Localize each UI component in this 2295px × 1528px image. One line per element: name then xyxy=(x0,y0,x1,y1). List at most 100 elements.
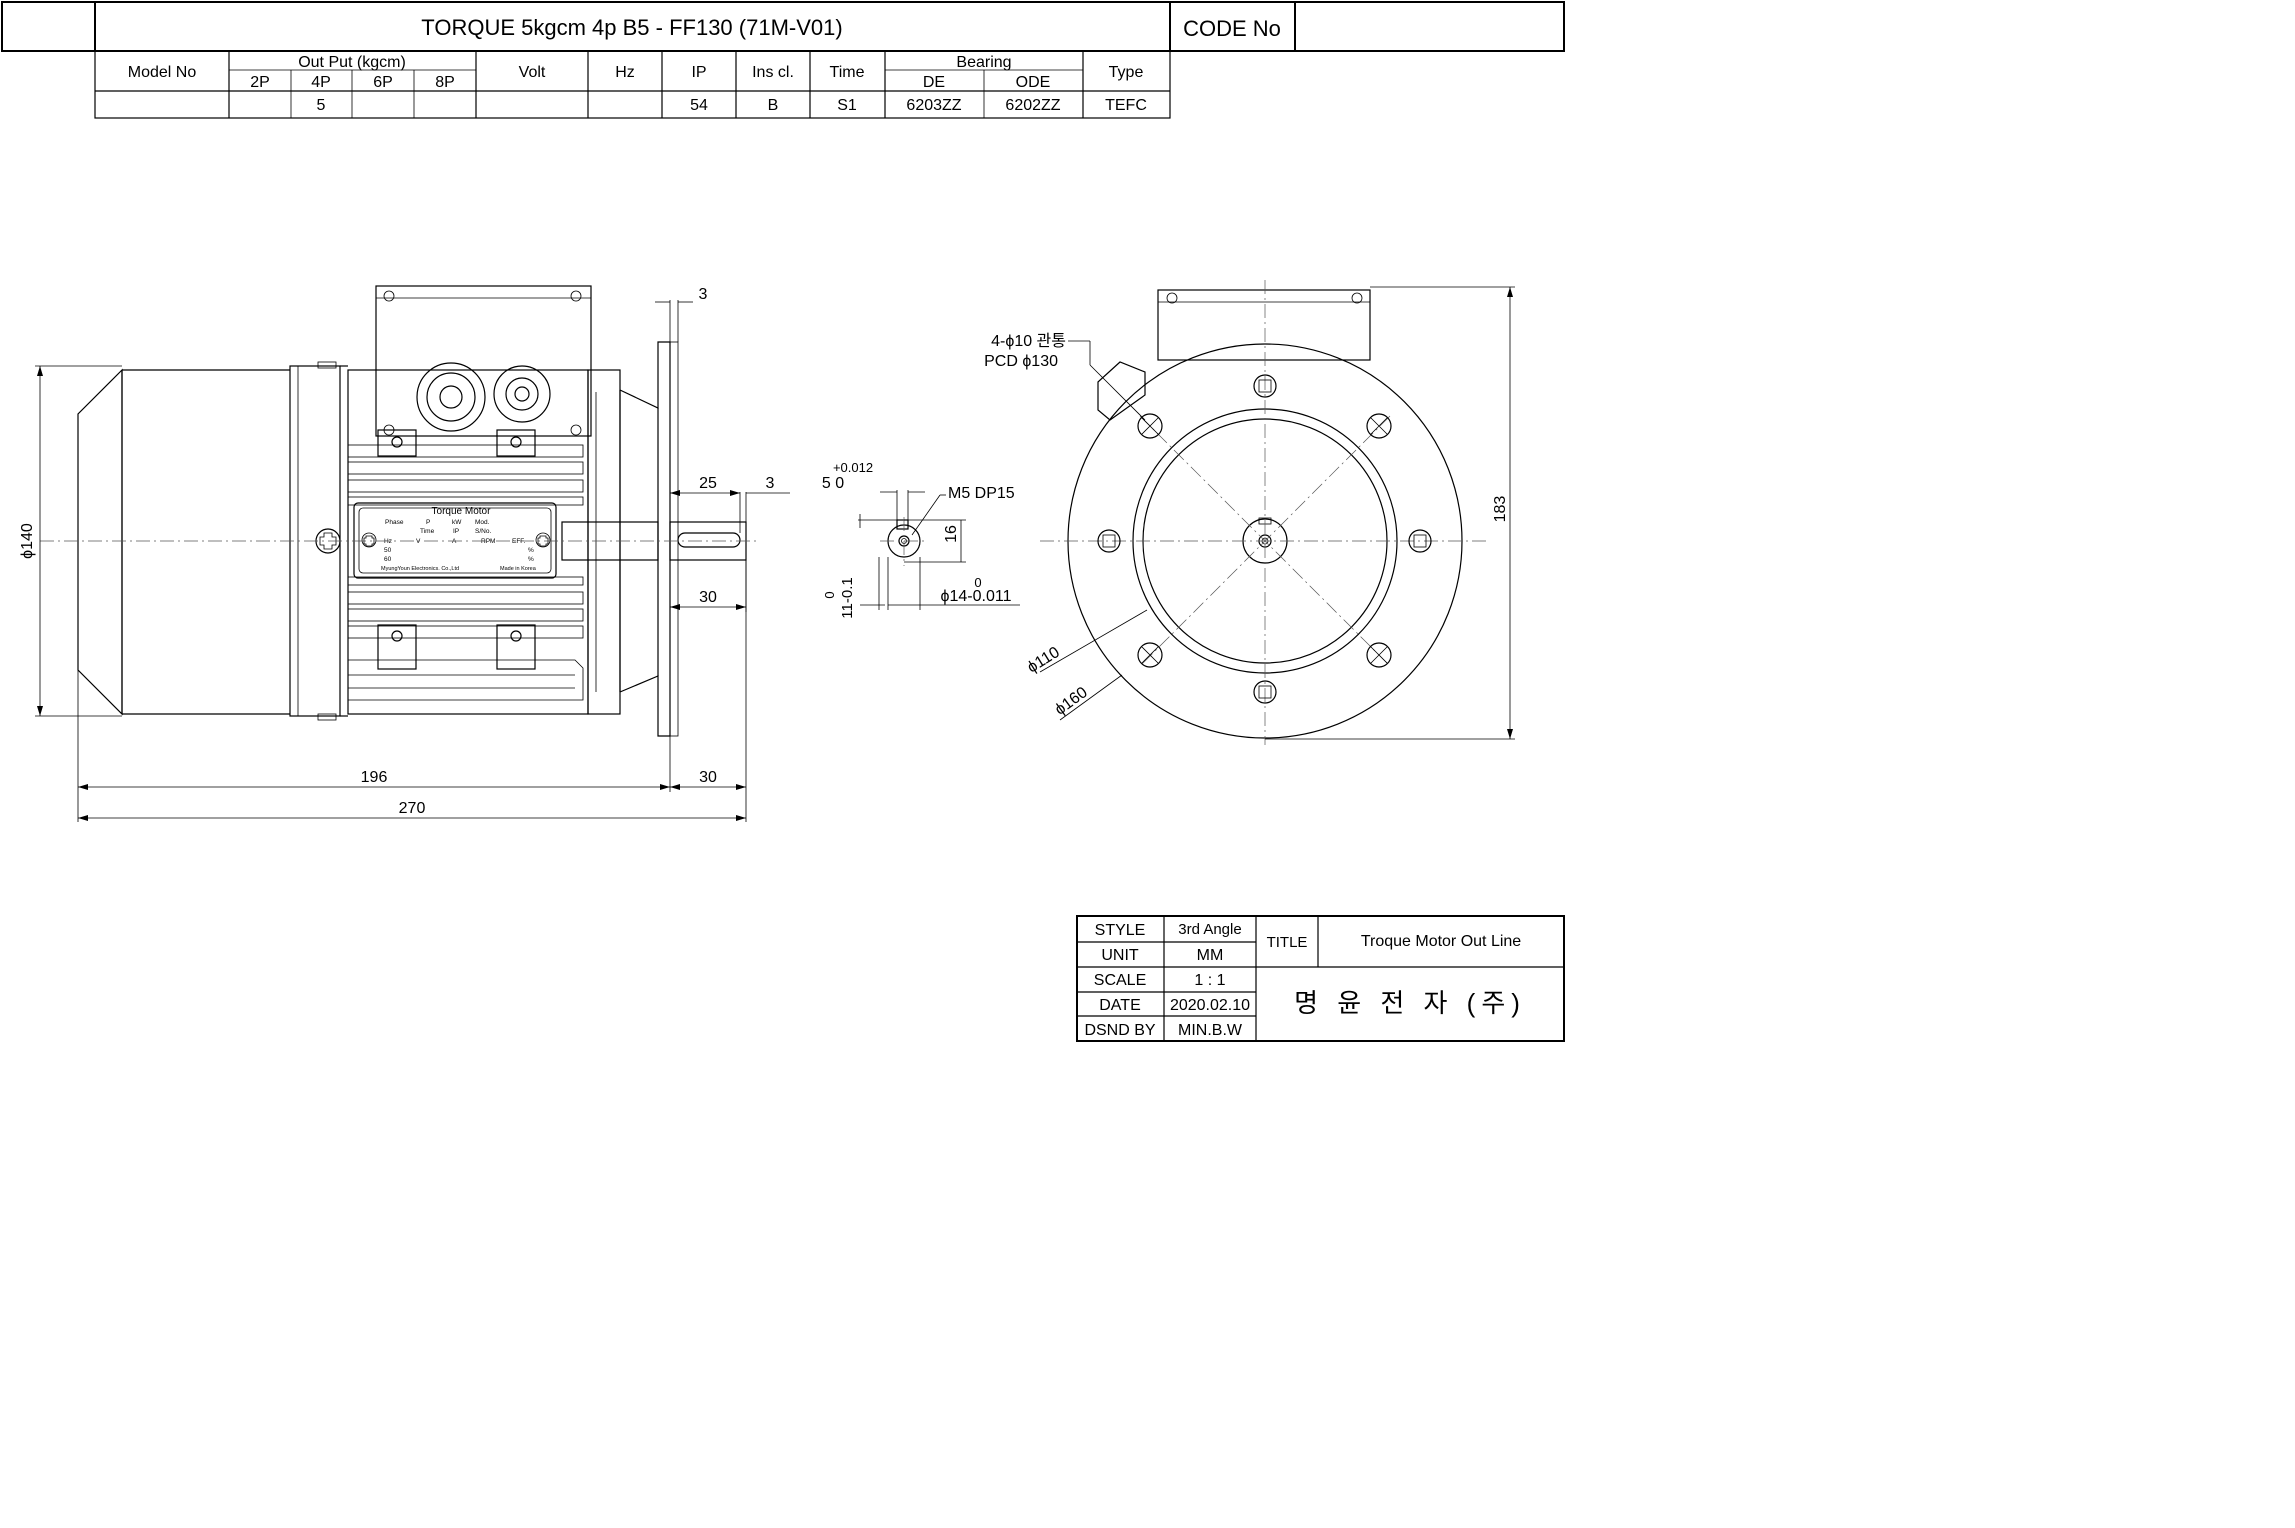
td-ode: 6202ZZ xyxy=(1005,97,1060,114)
th-6p: 6P xyxy=(373,74,393,91)
th-4p: 4P xyxy=(311,74,331,91)
tb-style-value: 3rd Angle xyxy=(1178,921,1241,938)
dim-dia140: ϕ140 xyxy=(19,523,36,559)
td-time: S1 xyxy=(837,97,857,114)
header-bar: TORQUE 5kgcm 4p B5 - FF130 (71M-V01) COD… xyxy=(1,1,1565,52)
th-de: DE xyxy=(923,74,945,91)
mounting-lugs xyxy=(377,429,536,670)
drawing-title: TORQUE 5kgcm 4p B5 - FF130 (71M-V01) xyxy=(421,15,842,40)
tb-company: 명 윤 전 자 (주) xyxy=(1294,988,1526,1018)
dim-16: 16 xyxy=(943,525,960,543)
np-v: V xyxy=(416,538,421,545)
through-hole-icon xyxy=(1137,413,1163,439)
np-60: 60 xyxy=(384,556,392,563)
th-ode: ODE xyxy=(1016,74,1051,91)
td-ip: 54 xyxy=(690,97,708,114)
dim-dia160: ϕ160 xyxy=(1052,684,1091,719)
shaft-section: +0.012 5 0 M5 DP15 16 0 11-0.1 0 ϕ14-0.0… xyxy=(822,460,1020,619)
np-sno: S/No. xyxy=(475,528,491,535)
tb-date-label: DATE xyxy=(1099,997,1140,1014)
td-type: TEFC xyxy=(1105,97,1147,114)
nameplate-title: Torque Motor xyxy=(432,506,492,517)
th-8p: 8P xyxy=(435,74,455,91)
through-hole-icon xyxy=(1366,413,1392,439)
fan-cover-cap xyxy=(77,368,123,716)
side-view: Torque Motor Phase P kW Mod. Time IP S/N… xyxy=(40,285,760,737)
np-eff: EFF. xyxy=(512,538,526,545)
th-output: Out Put (kgcm) xyxy=(298,54,406,71)
tb-title-label: TITLE xyxy=(1267,934,1308,951)
dim-11-zero: 0 xyxy=(822,591,837,598)
td-4p: 5 xyxy=(317,97,326,114)
note-pcd: PCD ϕ130 xyxy=(984,353,1058,370)
key-slot xyxy=(896,519,909,530)
np-maker: MyungYoun Electronics. Co.,Ltd xyxy=(381,566,459,572)
through-holes xyxy=(1137,413,1392,668)
td-ins: B xyxy=(768,97,779,114)
through-hole-icon xyxy=(1137,642,1163,668)
nameplate-screw-left-icon xyxy=(361,532,377,548)
note-tap: M5 DP15 xyxy=(948,485,1015,502)
shaft-keyway xyxy=(677,532,741,548)
tb-style-label: STYLE xyxy=(1095,922,1146,939)
bolt-icon xyxy=(1097,529,1121,553)
tb-title-value: Troque Motor Out Line xyxy=(1361,933,1521,950)
front-terminal-box xyxy=(1157,289,1371,361)
tb-unit-value: MM xyxy=(1197,947,1224,964)
tb-date-value: 2020.02.10 xyxy=(1170,997,1250,1014)
tb-dsnd-label: DSND BY xyxy=(1084,1022,1155,1039)
front-end-shield xyxy=(587,369,621,715)
th-model-no: Model No xyxy=(128,64,197,81)
th-2p: 2P xyxy=(250,74,270,91)
nameplate-screw-right-icon xyxy=(535,532,551,548)
np-ip: IP xyxy=(453,528,459,535)
cable-gland-large-icon xyxy=(416,362,486,432)
np-kw: kW xyxy=(452,519,462,526)
flange xyxy=(619,341,671,737)
through-hole-icon xyxy=(1366,642,1392,668)
tb-scale-value: 1 : 1 xyxy=(1194,972,1225,989)
side-view-dimensions: ϕ140 3 25 3 30 196 30 270 xyxy=(19,286,790,822)
th-bearing: Bearing xyxy=(956,54,1011,71)
spec-table: Model No Out Put (kgcm) 2P 4P 6P 8P Volt… xyxy=(94,50,1171,119)
th-volt: Volt xyxy=(519,64,546,81)
np-rpm: RPM xyxy=(481,538,495,545)
front-view: 4-ϕ10 관통 PCD ϕ130 ϕ110 ϕ160 183 xyxy=(984,280,1515,745)
np-time: Time xyxy=(420,528,435,535)
nameplate: Torque Motor Phase P kW Mod. Time IP S/N… xyxy=(353,502,557,579)
dim-key-width: 5 0 xyxy=(822,475,844,492)
dim-dia110: ϕ110 xyxy=(1024,644,1062,677)
dim-11: 11-0.1 xyxy=(839,577,856,618)
np-50: 50 xyxy=(384,547,392,554)
dim-shaft-dia: ϕ14-0.011 xyxy=(941,588,1012,605)
dim-shaft-zero: 0 xyxy=(974,575,981,590)
title-block: STYLE 3rd Angle UNIT MM SCALE 1 : 1 DATE… xyxy=(1076,915,1565,1042)
np-made: Made in Korea xyxy=(500,566,537,572)
dim-key-tol: +0.012 xyxy=(833,460,873,475)
dim-30-flange: 30 xyxy=(699,769,717,786)
tb-scale-label: SCALE xyxy=(1094,972,1146,989)
front-gland xyxy=(1097,361,1146,421)
bolt-icon xyxy=(1253,374,1277,398)
dim-183: 183 xyxy=(1492,496,1509,523)
bolt-icon xyxy=(1408,529,1432,553)
cooling-fins xyxy=(347,444,584,701)
dim-196: 196 xyxy=(361,769,388,786)
np-a: A xyxy=(452,538,457,545)
dim-3-shaft: 3 xyxy=(766,475,775,492)
cable-gland-small-icon xyxy=(493,365,551,423)
np-pct2: % xyxy=(528,556,534,563)
flange-bolts xyxy=(1097,374,1432,704)
th-ip: IP xyxy=(691,64,706,81)
note-holes: 4-ϕ10 관통 xyxy=(991,332,1066,350)
tb-dsnd-value: MIN.B.W xyxy=(1178,1022,1243,1039)
np-hz: Hz xyxy=(384,538,392,545)
th-hz: Hz xyxy=(615,64,635,81)
np-pct1: % xyxy=(528,547,534,554)
dim-270: 270 xyxy=(399,800,426,817)
drawing-sheet: TORQUE 5kgcm 4p B5 - FF130 (71M-V01) COD… xyxy=(1,1,1565,1042)
np-phase: Phase xyxy=(385,519,404,526)
dim-25: 25 xyxy=(699,475,717,492)
tb-unit-label: UNIT xyxy=(1101,947,1139,964)
np-mod: Mod. xyxy=(475,519,490,526)
